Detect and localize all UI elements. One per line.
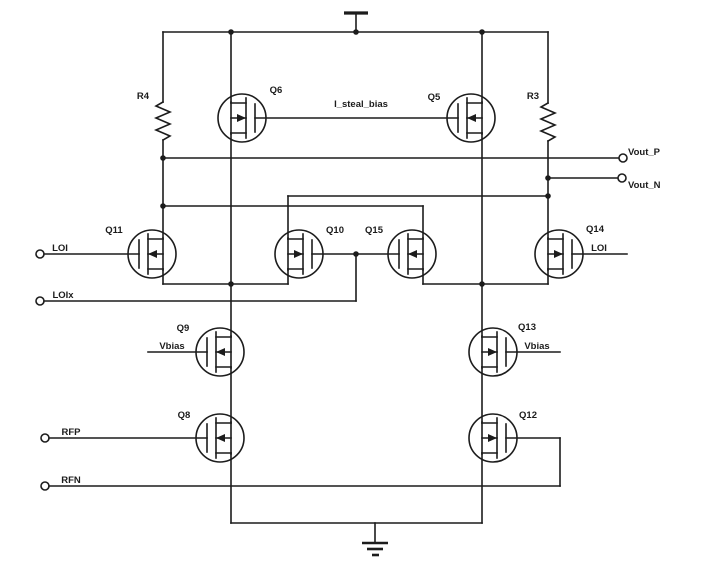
vdd-symbol (344, 11, 368, 33)
port-loi-left: LOI (35, 243, 140, 259)
terminal-loi (35, 249, 45, 259)
transistor-q8: Q8 (178, 410, 245, 524)
transistor-label: Q15 (365, 225, 384, 236)
net-label-i-steal-bias: I_steal_bias (334, 99, 388, 110)
resistor-r3: R3 (527, 31, 556, 240)
ground-symbol (230, 522, 483, 557)
wire-i-steal-bias: I_steal_bias (254, 99, 459, 119)
transistor-label: Q6 (270, 85, 283, 96)
transistor-q12: Q12 (468, 410, 561, 524)
transistor-label: Q14 (586, 224, 605, 235)
terminal-loix (35, 296, 45, 306)
port-label-loi: LOI (52, 243, 68, 254)
port-label-rfp: RFP (62, 427, 82, 438)
port-rfp: RFP (40, 427, 208, 443)
transistor-q11: Q11 (105, 225, 177, 279)
transistor-label: Q12 (519, 410, 537, 421)
port-label-rfn: RFN (61, 475, 81, 486)
wire-cross-couple-lower (162, 205, 424, 240)
resistor-r4: R4 (137, 31, 171, 240)
wire-common-source-right (422, 268, 549, 285)
port-label-vout-p: Vout_P (628, 147, 661, 158)
transistor-q13: Q13 Vbias (468, 322, 561, 424)
terminal-vout-p (618, 153, 628, 163)
wire-vout-n: Vout_N (547, 173, 661, 191)
port-loi-right: LOI (571, 243, 628, 255)
wire-q10-q15-gates (311, 253, 400, 302)
port-label-loi-right: LOI (591, 243, 607, 254)
transistor-q10: Q10 (274, 225, 344, 279)
resistor-label: R4 (137, 91, 150, 102)
terminal-rfn (40, 481, 50, 491)
terminal-rfp (40, 433, 50, 443)
port-rfn: RFN (40, 475, 561, 491)
transistor-q6: Q6 (217, 31, 283, 338)
transistor-label: Q5 (428, 92, 441, 103)
transistor-label: Q9 (177, 323, 190, 334)
port-label-vbias: Vbias (159, 341, 184, 352)
port-loix: LOIx (35, 290, 357, 306)
port-label-vbias: Vbias (524, 341, 549, 352)
transistor-label: Q11 (105, 225, 123, 236)
transistor-q14: Q14 (534, 224, 605, 279)
terminal-vout-n (617, 173, 627, 183)
transistor-q9: Q9 Vbias (147, 323, 245, 424)
transistor-q5: Q5 (428, 31, 496, 338)
port-label-loix: LOIx (52, 290, 74, 301)
junction-dots (160, 29, 551, 287)
resistor-label: R3 (527, 91, 539, 102)
transistor-q15: Q15 (365, 225, 437, 279)
port-label-vout-n: Vout_N (628, 180, 661, 191)
wire-common-source-left (162, 268, 289, 285)
transistor-label: Q13 (518, 322, 536, 333)
wire-vout-p: Vout_P (162, 147, 661, 163)
transistor-label: Q10 (326, 225, 344, 236)
transistor-label: Q8 (178, 410, 191, 421)
